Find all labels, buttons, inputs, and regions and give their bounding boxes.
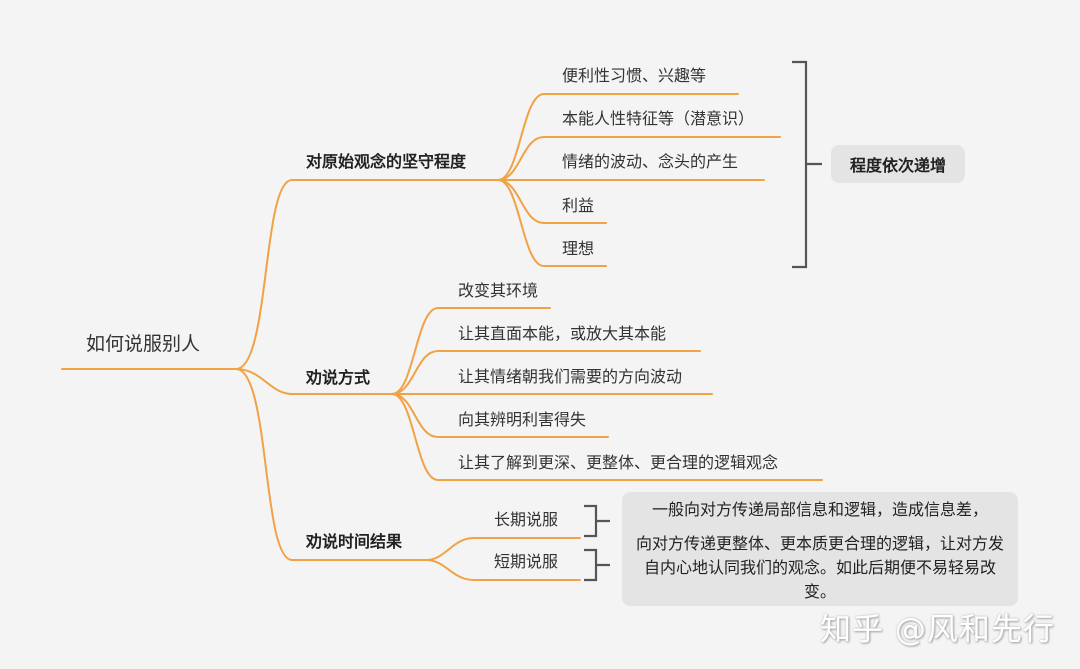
node-interest[interactable]: 利益 xyxy=(562,196,595,215)
note-box[interactable]: 一般向对方传递局部信息和逻辑，造成信息差， 向对方传递更整体、更本质更合理的逻辑… xyxy=(622,492,1018,606)
node-short-term[interactable]: 短期说服 xyxy=(494,552,559,571)
node-steer-emotion[interactable]: 让其情绪朝我们需要的方向波动 xyxy=(458,367,683,386)
note-short-term: 向对方传递更整体、更本质更合理的逻辑，让对方发自内心地认同我们的观念。如此后期便… xyxy=(636,534,1005,601)
root-topic[interactable]: 如何说服别人 xyxy=(86,333,201,355)
branch-time-result[interactable]: 劝说时间结果 xyxy=(306,532,403,551)
connector-b1-c1 xyxy=(497,93,739,181)
connector-b1-c2 xyxy=(497,136,781,181)
connector-b1-c4 xyxy=(497,179,607,224)
connector-b2-c4 xyxy=(391,393,609,438)
node-long-term[interactable]: 长期说服 xyxy=(494,510,559,529)
connector-b2-c2 xyxy=(391,350,701,395)
node-face-instinct[interactable]: 让其直面本能，或放大其本能 xyxy=(458,324,667,343)
watermark: 知乎 @风和先行 xyxy=(820,612,1055,648)
connector-root-branch-3 xyxy=(235,368,293,561)
note-gap xyxy=(636,522,1004,532)
branch-methods[interactable]: 劝说方式 xyxy=(306,368,371,387)
connector-root-branch-2 xyxy=(235,368,293,395)
big-bracket xyxy=(792,60,822,269)
connector-b3-c2 xyxy=(425,559,581,581)
connector-root-branch-1 xyxy=(235,179,293,370)
bracket-short-term xyxy=(584,548,610,582)
node-habit[interactable]: 便利性习惯、兴趣等 xyxy=(562,66,707,85)
node-instinct[interactable]: 本能人性特征等（潜意识） xyxy=(562,109,755,128)
node-ideal[interactable]: 理想 xyxy=(562,239,595,258)
connector-b1-c5 xyxy=(497,179,607,267)
bracket-long-term xyxy=(584,504,610,538)
connector-b2-c1 xyxy=(391,307,551,395)
connector-b3-c1 xyxy=(425,537,581,561)
summary-tag-increasing[interactable]: 程度依次递增 xyxy=(831,145,965,183)
node-pros-cons[interactable]: 向其辨明利害得失 xyxy=(458,410,587,429)
branch-adherence[interactable]: 对原始观念的坚守程度 xyxy=(306,152,467,171)
node-deeper-logic[interactable]: 让其了解到更深、更整体、更合理的逻辑观念 xyxy=(458,453,779,472)
note-long-term: 一般向对方传递局部信息和逻辑，造成信息差， xyxy=(651,500,988,519)
node-emotion[interactable]: 情绪的波动、念头的产生 xyxy=(562,152,739,171)
node-change-environment[interactable]: 改变其环境 xyxy=(458,281,539,300)
connector-b2-c5 xyxy=(391,393,823,481)
